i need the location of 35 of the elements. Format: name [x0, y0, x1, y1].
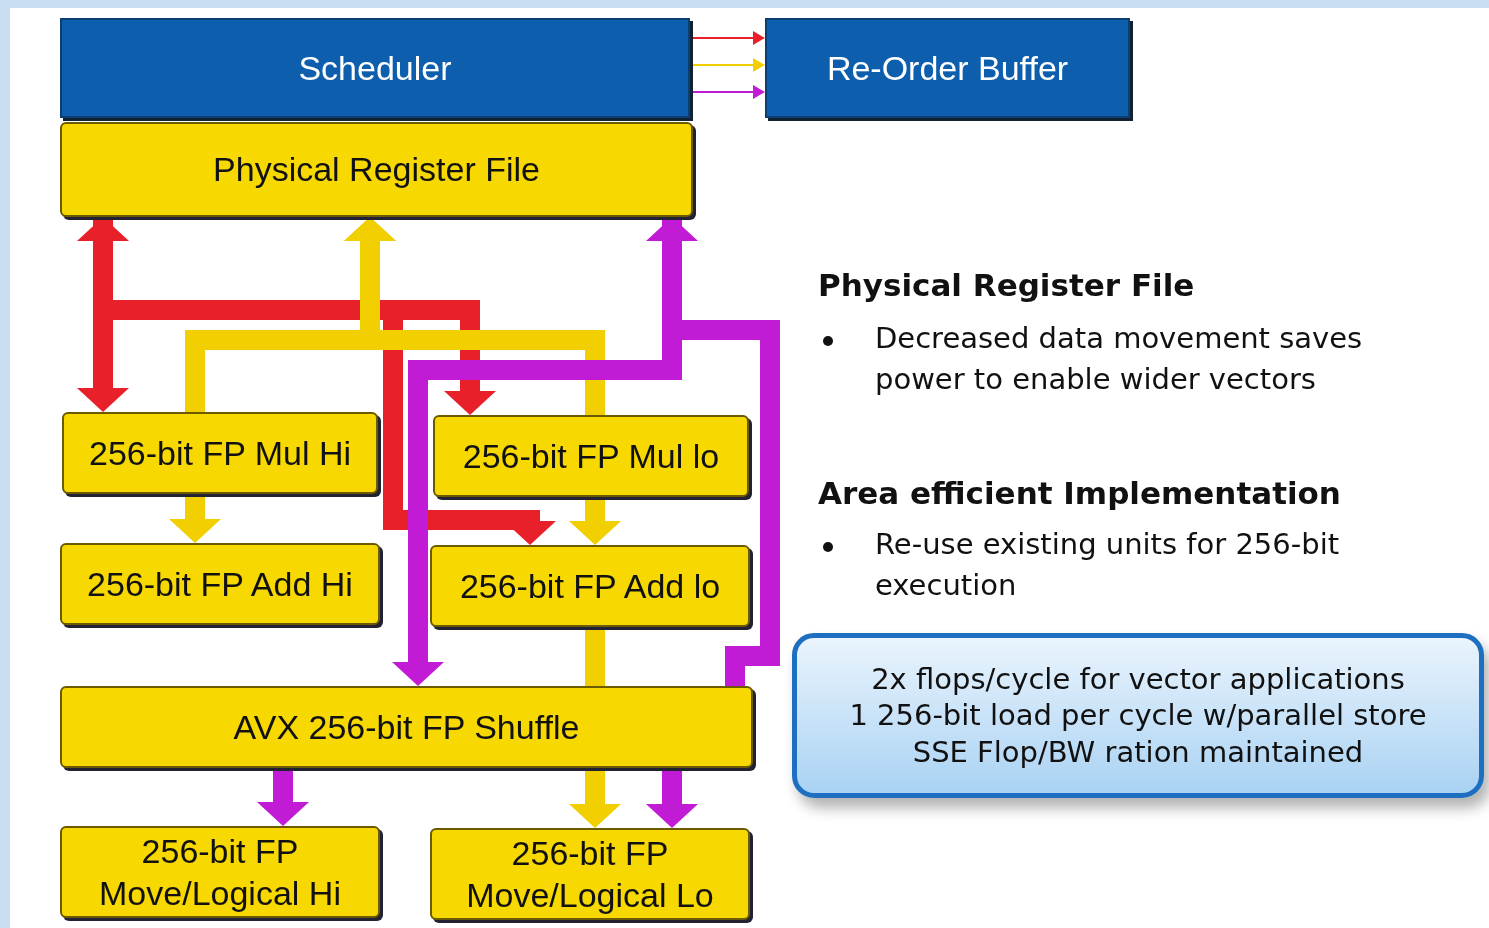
unit-box — [60, 826, 380, 918]
unit-box — [765, 18, 1130, 118]
flow-arrow — [569, 497, 621, 545]
node-label: Re-Order Buffer — [826, 47, 1069, 89]
flow-arrow — [344, 217, 605, 415]
unit-box — [433, 415, 749, 497]
node-label: SSE Flop/BW ration maintained — [912, 733, 1364, 770]
unit-box — [430, 828, 750, 920]
node-label: Physical Register File — [213, 149, 540, 191]
node-label: Scheduler — [298, 47, 452, 89]
node-label: 256-bit FP Mul lo — [462, 435, 720, 477]
unit-box — [62, 412, 378, 494]
node-label: 2x flops/cycle for vector applications — [871, 661, 1405, 698]
unit-box — [60, 122, 693, 217]
node-label: 256-bit FP Mul Hi — [89, 432, 351, 474]
node-label: 256-bit FP Move/Logical Lo — [465, 832, 715, 916]
callout-box — [792, 633, 1484, 798]
section-heading: Physical Register File — [818, 266, 1196, 305]
flow-arrow — [392, 217, 682, 686]
flow-arrow — [257, 768, 309, 826]
node-label: 256-bit FP Add lo — [459, 565, 721, 607]
flow-arrow — [569, 768, 621, 828]
bullet-text: Re-use existing units for 256-bit execution — [875, 526, 1341, 604]
node-label: 256-bit FP Move/Logical Hi — [98, 830, 342, 914]
node-label: 256-bit FP Add Hi — [87, 563, 353, 605]
section-heading: Area efficient Implementation — [818, 474, 1342, 513]
unit-box — [60, 18, 690, 118]
unit-box — [60, 686, 753, 768]
unit-box — [430, 545, 750, 627]
node-label: 1 256-bit load per cycle w/parallel store — [849, 697, 1427, 734]
unit-box — [60, 543, 380, 625]
flow-arrow — [646, 768, 698, 828]
node-label: AVX 256-bit FP Shuffle — [233, 706, 580, 748]
bullet-text: Decreased data movement saves power to enable wider vectors — [875, 320, 1364, 398]
flow-arrow — [169, 494, 221, 543]
